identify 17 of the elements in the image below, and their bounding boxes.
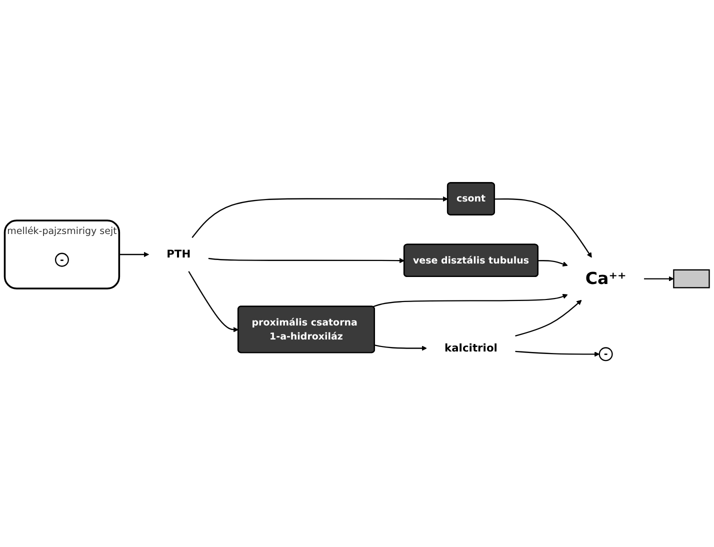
arrow <box>515 299 582 336</box>
arrow <box>119 251 150 257</box>
arrow <box>192 196 448 238</box>
node-bar <box>673 268 710 288</box>
node-text: PTH <box>166 248 191 260</box>
arrow <box>374 344 427 350</box>
arrow <box>494 198 592 258</box>
arrow <box>188 270 239 332</box>
arrow <box>208 257 405 263</box>
node-text: kalcitriol <box>444 342 498 354</box>
arrow <box>644 276 674 281</box>
arrow <box>372 294 568 307</box>
arrow <box>515 350 600 356</box>
node-text: Ca⁺⁺ <box>585 268 626 288</box>
node-circle: - <box>54 252 69 266</box>
arrow <box>538 260 568 266</box>
node-circle: - <box>598 346 613 361</box>
